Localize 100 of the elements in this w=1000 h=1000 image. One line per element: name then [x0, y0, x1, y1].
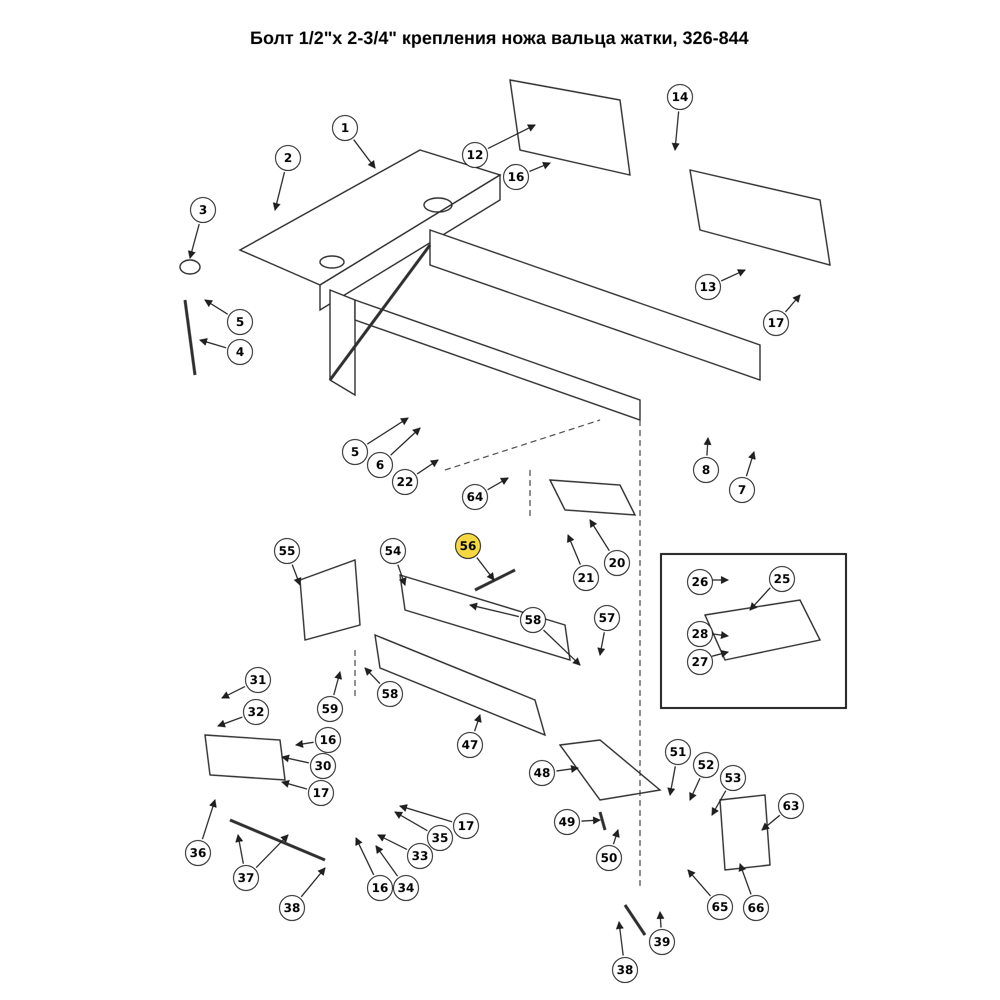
leader-line	[281, 754, 309, 764]
leader-line	[390, 427, 421, 456]
callout-number: 48	[529, 760, 555, 786]
leader-line	[366, 417, 409, 445]
leader-line	[738, 863, 752, 895]
leader-line	[689, 778, 701, 801]
leader-line	[217, 716, 243, 728]
callout-number: 54	[380, 538, 406, 564]
leader-line	[399, 804, 452, 822]
callout-number: 38	[279, 895, 305, 921]
leader-line	[333, 671, 342, 696]
callout-number: 53	[720, 765, 746, 791]
callout-number: 49	[554, 809, 580, 835]
callout-number: 58	[520, 607, 546, 633]
callout-number: 17	[763, 310, 789, 336]
leader-line	[355, 837, 374, 876]
leader-line	[784, 294, 801, 312]
leader-line	[202, 799, 217, 840]
callout-number: 38	[612, 957, 638, 983]
leader-line	[375, 845, 398, 877]
callout-number: 5	[227, 309, 253, 335]
title: Болт 1/2"x 2-3/4" крепления ножа вальца жатки, 326-844	[250, 28, 749, 49]
callout-number: 47	[457, 732, 483, 758]
callout-number: 5	[342, 439, 368, 465]
leader-line	[469, 602, 520, 618]
callout-number: 33	[407, 843, 433, 869]
leader-line	[199, 338, 226, 348]
callout-number: 66	[743, 895, 769, 921]
leader-line	[488, 124, 536, 150]
leader-line	[720, 269, 746, 282]
leader-line	[474, 714, 482, 732]
leader-line	[364, 667, 380, 684]
leader-line	[377, 834, 408, 850]
callout-number: 28	[687, 621, 713, 647]
callout-number: 26	[687, 569, 713, 595]
leader-line	[712, 650, 729, 658]
callout-number: 36	[185, 840, 211, 866]
leader-line	[487, 477, 509, 490]
callout-number: 8	[693, 457, 719, 483]
callout-number: 64	[462, 484, 488, 510]
callout-number: 32	[243, 699, 269, 725]
callout-number: 39	[649, 929, 675, 955]
leader-line	[746, 451, 756, 476]
leader-line	[597, 632, 606, 656]
leader-line	[749, 587, 771, 611]
callout-number: 27	[687, 649, 713, 675]
leader-line	[543, 630, 581, 666]
leader-line	[295, 740, 314, 748]
leader-line	[589, 519, 610, 552]
callout-number: 55	[274, 538, 300, 564]
leader-line	[292, 564, 302, 586]
leader-line	[397, 564, 406, 586]
callout-number: 17	[453, 813, 479, 839]
callout-number: 22	[392, 469, 418, 495]
leader-line	[204, 299, 228, 315]
callout-number: 30	[310, 753, 336, 779]
leader-line	[476, 557, 495, 581]
leader-line	[272, 172, 286, 211]
callout-number: 12	[462, 142, 488, 168]
callout-number: 34	[393, 875, 419, 901]
callout-number: 50	[596, 845, 622, 871]
callout-number: 57	[594, 605, 620, 631]
callout-number: 56	[455, 533, 481, 559]
callout-number: 3	[190, 197, 216, 223]
callout-number: 35	[427, 825, 453, 851]
leader-line	[711, 790, 726, 816]
callout-number: 16	[503, 164, 529, 190]
callout-number: 14	[667, 84, 693, 110]
callout-number: 7	[729, 477, 755, 503]
leader-line	[300, 867, 326, 898]
callout-number: 58	[377, 681, 403, 707]
callout-number: 21	[573, 565, 599, 591]
leader-line	[281, 780, 308, 790]
callout-number: 4	[227, 339, 253, 365]
callout-number: 37	[233, 865, 259, 891]
leader-line	[556, 765, 579, 773]
leader-line	[221, 686, 246, 699]
leader-line	[394, 811, 428, 832]
callout-number: 13	[695, 274, 721, 300]
leader-line	[188, 224, 200, 259]
leader-line	[235, 834, 244, 864]
leader-line	[416, 459, 439, 474]
leader-line	[612, 829, 620, 844]
callout-number: 6	[367, 452, 393, 478]
callout-number: 17	[308, 780, 334, 806]
callout-number: 31	[245, 667, 271, 693]
leader-line	[567, 534, 581, 565]
leader-line	[672, 111, 680, 151]
callout-number: 16	[315, 727, 341, 753]
callout-number: 65	[707, 894, 733, 920]
callout-number: 1	[332, 115, 358, 141]
callout-number: 63	[778, 793, 804, 819]
callout-number: 52	[693, 752, 719, 778]
inset-frame	[660, 553, 847, 709]
callout-number: 25	[769, 566, 795, 592]
leader-line	[353, 139, 376, 169]
leader-line	[656, 911, 664, 928]
leader-line	[581, 816, 601, 824]
leader-line	[687, 869, 711, 896]
leader-line	[529, 162, 551, 172]
